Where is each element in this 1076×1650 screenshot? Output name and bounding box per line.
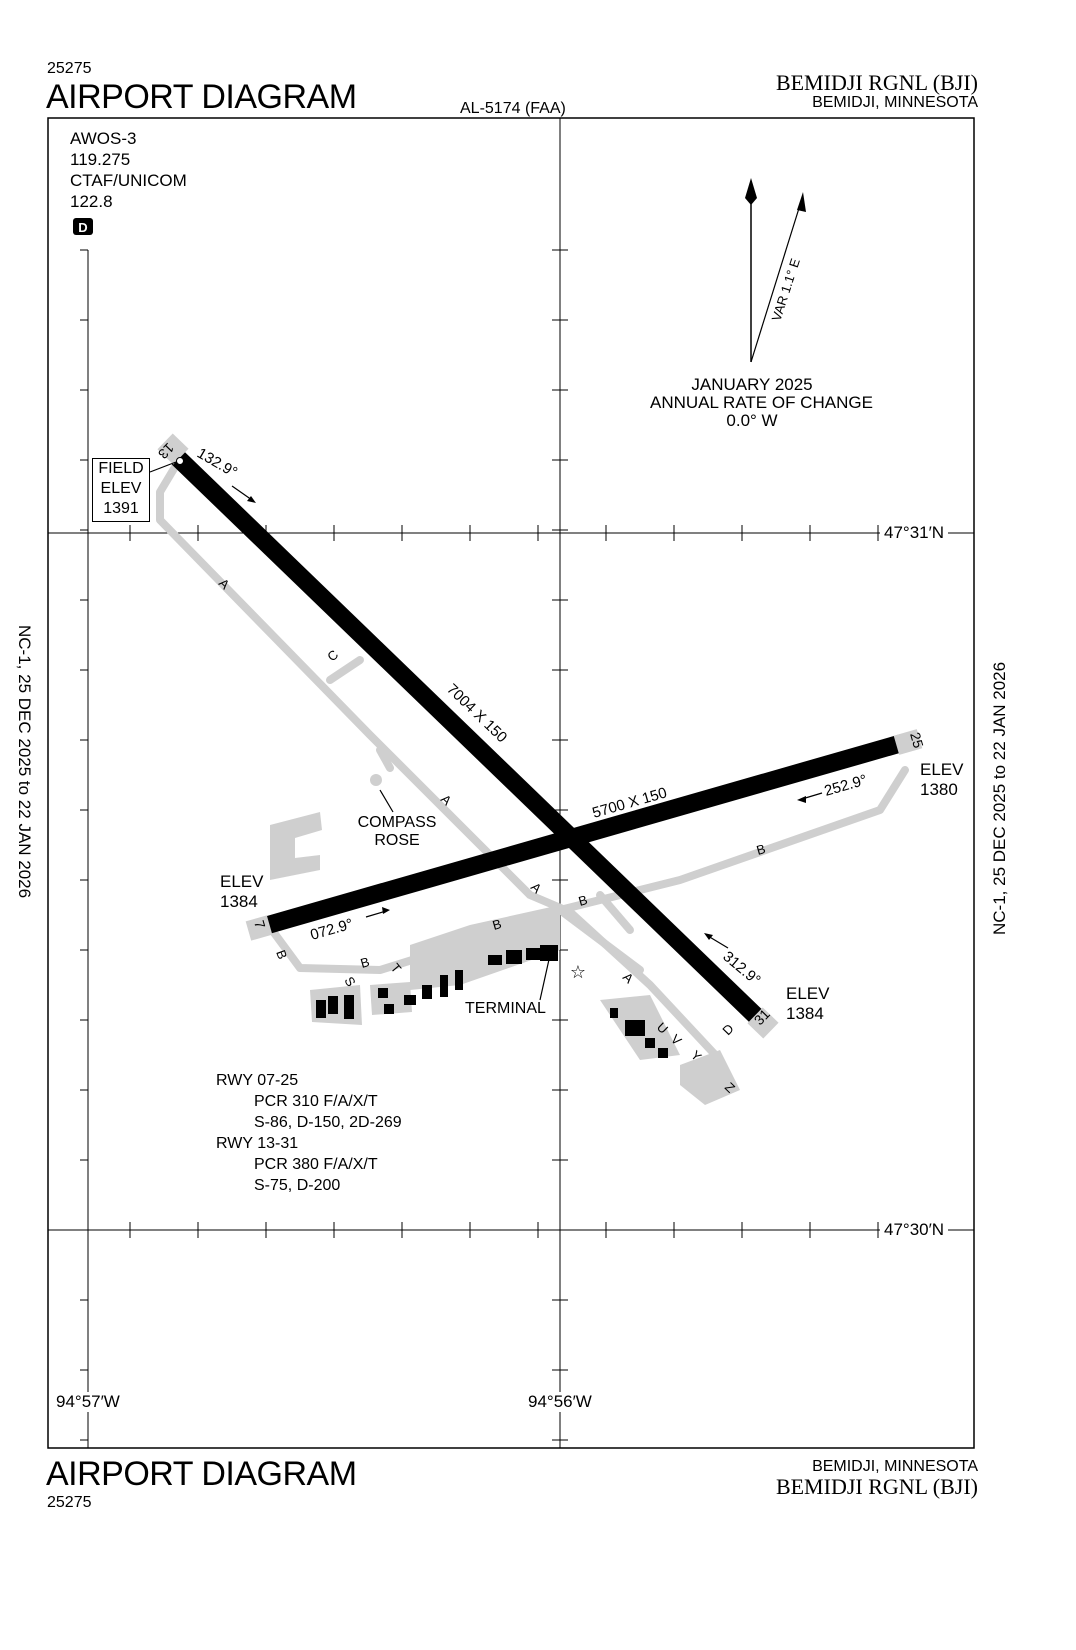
compass-rose-pad (370, 774, 382, 786)
city-state-top: BEMIDJI, MINNESOTA (812, 94, 978, 111)
runway-07-25 (265, 734, 905, 934)
runway-13-end (157, 433, 189, 465)
buildings (316, 945, 668, 1058)
rwy25-heading: 252.9° (822, 772, 869, 800)
runway-25-end (893, 729, 923, 755)
pcr-rwy07-25-pcr: PCR 310 F/A/X/T (254, 1093, 378, 1110)
field-elev-line1: FIELD (98, 460, 144, 477)
page-title-top: AIRPORT DIAGRAM (46, 78, 357, 116)
apron-west (270, 812, 322, 880)
elev-25-block: ELEV 1380 (920, 760, 963, 800)
elev-31-value: 1384 (786, 1004, 824, 1023)
beacon-icon: ☆ (570, 962, 586, 982)
ctaf-freq: 122.8 (70, 192, 113, 211)
runway-31-end (747, 1007, 779, 1039)
awos-label: AWOS-3 (70, 129, 137, 148)
pcr-rwy13-31-pcr: PCR 380 F/A/X/T (254, 1156, 378, 1173)
true-north-arrow-icon (745, 178, 757, 205)
runway-7-end (245, 915, 273, 941)
elev-31-block: ELEV 1384 (786, 984, 829, 1024)
apron-z (680, 1050, 740, 1105)
airport-name-top: BEMIDJI RGNL (BJI) (775, 70, 978, 95)
pcr-rwy13-31-weights: S-75, D-200 (254, 1177, 341, 1194)
elev-7-block: ELEV 1384 (220, 872, 263, 912)
arrow-icon (704, 933, 713, 940)
al-number: AL-5174 (FAA) (460, 100, 566, 117)
magvar-rate-value: 0.0° W (726, 411, 778, 430)
rwy-end-25: 25 (907, 730, 927, 750)
taxiway-label: B (491, 916, 503, 933)
taxiway-label: B (577, 892, 589, 909)
apron-main (410, 905, 560, 990)
d-badge-bg (73, 218, 93, 235)
runway-13-31 (171, 451, 767, 1027)
d-badge: D (78, 220, 87, 235)
elev-25-label: ELEV (920, 760, 964, 779)
elev-7-value: 1384 (220, 892, 258, 911)
diagram-frame (47, 117, 975, 1449)
chart-number-bottom: 25275 (47, 1494, 92, 1511)
taxiway-label: B (755, 841, 767, 858)
mag-north-line (750, 204, 801, 363)
side-text-right: NC-1, 25 DEC 2025 to 22 JAN 2026 (990, 661, 1009, 935)
field-elev-value: 1391 (103, 500, 139, 517)
arrow-icon (247, 496, 256, 503)
compass-rose-line1: COMPASS (357, 814, 437, 831)
taxiway-label: A (620, 969, 637, 986)
taxiway-label: D (719, 1021, 736, 1038)
field-elev-point (176, 457, 184, 465)
pcr-rwy07-25-weights: S-86, D-150, 2D-269 (254, 1114, 402, 1131)
magvar-rate-label: ANNUAL RATE OF CHANGE (650, 393, 873, 412)
terminal-leader (539, 954, 551, 1001)
compass-rose-line2: ROSE (374, 832, 420, 849)
airport-name-bottom: BEMIDJI RGNL (BJI) (775, 1474, 978, 1499)
field-elev-box: FIELD ELEV 1391 (92, 458, 150, 522)
lat-south-label: 47°30′N (880, 1220, 949, 1240)
field-elev-leader (149, 461, 177, 473)
pcr-rwy07-25: RWY 07-25 (216, 1072, 299, 1089)
arrow-icon (382, 907, 390, 914)
ctaf-label: CTAF/UNICOM (70, 171, 187, 190)
magvar-date: JANUARY 2025 (691, 375, 813, 394)
pcr-block: RWY 07-25 PCR 310 F/A/X/T S-86, D-150, 2… (216, 1070, 402, 1196)
terminal-label: TERMINAL (465, 1000, 546, 1017)
lon-west-label: 94°57′W (56, 1392, 120, 1412)
elev-25-value: 1380 (920, 780, 958, 799)
magvar-block: JANUARY 2025 ANNUAL RATE OF CHANGE 0.0° … (650, 375, 873, 430)
comms-block: AWOS-3 119.275 CTAF/UNICOM 122.8 (70, 128, 187, 212)
awos-freq: 119.275 (70, 150, 131, 169)
compass-rose-label: COMPASS ROSE (356, 814, 438, 850)
page-title-bottom: AIRPORT DIAGRAM (46, 1455, 357, 1493)
lat-north-label: 47°31′N (880, 523, 949, 543)
pcr-rwy13-31: RWY 13-31 (216, 1135, 299, 1152)
lon-east-label: 94°56′W (528, 1392, 592, 1412)
mag-north-arrow-icon (797, 192, 806, 212)
arrow-icon (797, 796, 806, 803)
city-state-bottom: BEMIDJI, MINNESOTA (812, 1458, 978, 1475)
elev-31-label: ELEV (786, 984, 830, 1003)
taxiway-label: B (359, 954, 371, 971)
taxiway-label: C (324, 647, 341, 665)
elev-7-label: ELEV (220, 872, 264, 891)
taxiway-label: B (273, 948, 290, 961)
chart-number-top: 25275 (47, 60, 92, 77)
field-elev-line2: ELEV (100, 480, 142, 497)
side-text-left: NC-1, 25 DEC 2025 to 22 JAN 2026 (15, 625, 34, 899)
compass-rose-leader (379, 789, 394, 813)
